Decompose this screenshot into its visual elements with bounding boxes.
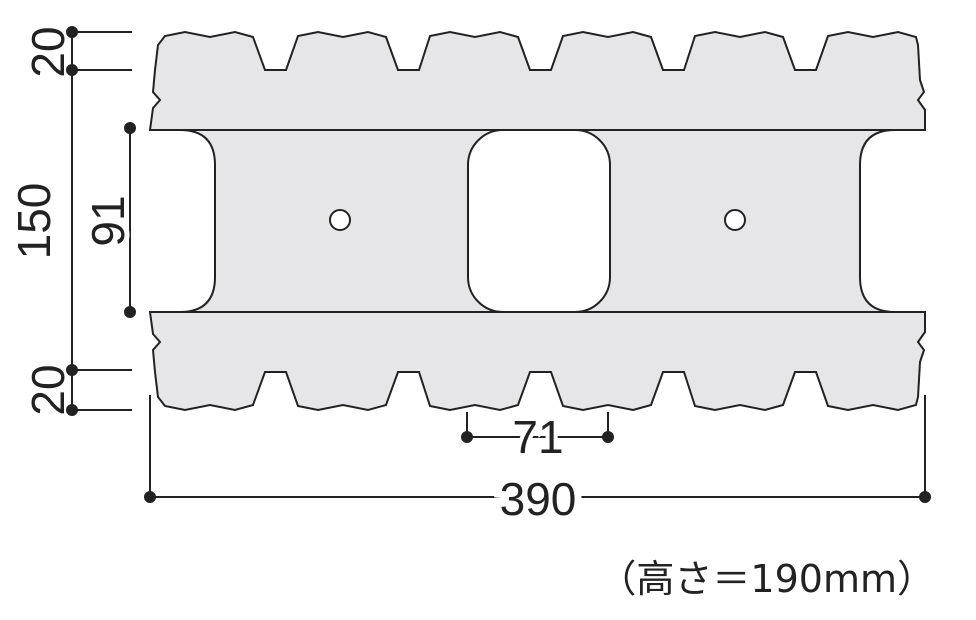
dim-cavity-dot [124, 306, 136, 318]
dim-notch-dot [602, 431, 614, 443]
dim-top-flange-label: 20 [22, 26, 74, 77]
dim-notch-dot [461, 431, 473, 443]
dimension-lines [66, 26, 931, 503]
dim-total-dot [919, 491, 931, 503]
bottom-flange [148, 311, 926, 412]
dim-total-dot [144, 491, 156, 503]
block-shape [148, 30, 926, 412]
dim-notch-width-label: 71 [512, 411, 563, 463]
caption-height: （高さ＝190mm） [598, 557, 935, 601]
hole-left [329, 209, 351, 231]
dim-web-height-label: 150 [8, 183, 60, 260]
center-cavity [467, 129, 611, 313]
dim-cavity-dot [124, 122, 136, 134]
dim-cavity-height-label: 91 [82, 195, 134, 246]
top-flange [148, 30, 926, 131]
dim-total-length-label: 390 [500, 473, 577, 525]
dim-bottom-flange-label: 20 [22, 364, 74, 415]
end-cavities [150, 129, 925, 313]
hole-right [724, 209, 746, 231]
